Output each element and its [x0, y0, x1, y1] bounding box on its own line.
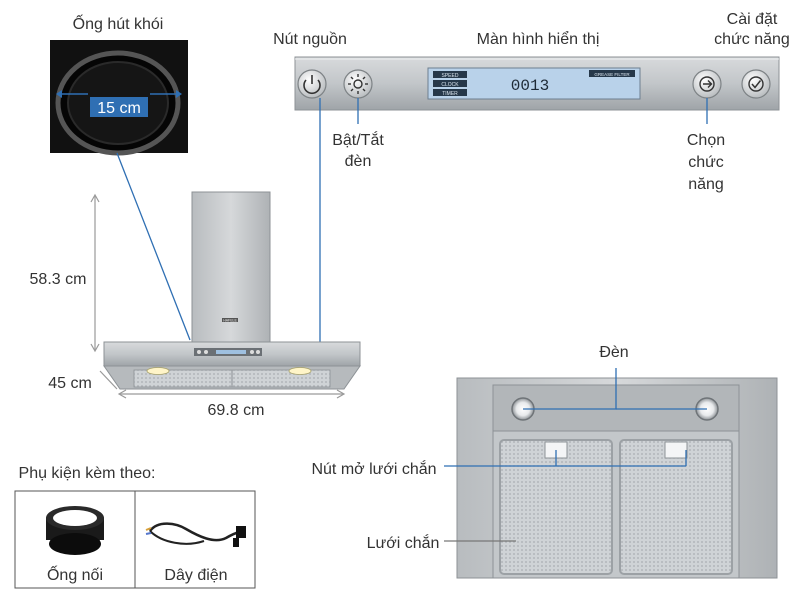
- cable-label: Dây điện: [164, 567, 227, 584]
- connector-label: Ống nối: [47, 564, 103, 584]
- pipe-diameter-label: 15 cm: [97, 100, 141, 117]
- filter-button-label: Nút mở lưới chắn: [311, 459, 436, 478]
- hood-body: HAFELE: [103, 191, 361, 390]
- height-label: 58.3 cm: [30, 271, 87, 288]
- power-button-label: Nút nguồn: [273, 31, 347, 48]
- light-button: [343, 69, 373, 99]
- filter-label: Lưới chắn: [367, 533, 440, 552]
- lcd-badge: GREASE FILTER: [594, 72, 630, 77]
- filter-left: [499, 439, 613, 575]
- lcd-digits: 0013: [511, 77, 549, 95]
- light-toggle-label-1: Bật/Tắt: [332, 130, 384, 149]
- accessories-box: Ống nối Dây điện: [14, 490, 256, 589]
- lcd-display: SPEED CLOCK TIMER 0013 GREASE FILTER: [427, 67, 641, 100]
- lcd-menu-speed: SPEED: [442, 73, 459, 79]
- check-icon: [748, 76, 764, 92]
- arrow-right-icon: [699, 76, 715, 92]
- accessories-title: Phụ kiện kèm theo:: [19, 465, 156, 482]
- width-label: 69.8 cm: [208, 402, 265, 419]
- brand-badge: [222, 318, 238, 322]
- select-label-1: Chọn: [687, 132, 725, 149]
- select-label-3: năng: [688, 176, 724, 193]
- depth-dimension: [99, 370, 118, 390]
- display-label: Màn hình hiển thị: [477, 30, 600, 48]
- settings-label-2: chức năng: [714, 31, 790, 48]
- light-toggle-label-2: đèn: [345, 153, 372, 170]
- power-cable-image: [145, 522, 246, 547]
- light-bulb-icon: [348, 74, 368, 94]
- brand-label: HAFELE: [223, 319, 237, 323]
- settings-label-1: Cài đặt: [727, 11, 778, 28]
- power-button: [297, 69, 327, 99]
- pipe-photo: 15 cm: [50, 40, 188, 156]
- filter-latch-right: [664, 441, 688, 459]
- lamp-label: Đèn: [599, 344, 628, 361]
- pipe-leader: [116, 152, 191, 341]
- select-label-2: chức: [688, 154, 724, 171]
- power-icon: [303, 79, 321, 95]
- connector-ring-image: [46, 506, 104, 555]
- pipe-label: Ống hút khói: [73, 13, 164, 33]
- lcd-menu-timer: TIMER: [442, 91, 458, 97]
- select-button: [692, 69, 722, 99]
- lcd-menu-clock: CLOCK: [441, 82, 459, 88]
- panel-leader: [262, 98, 321, 353]
- settings-button: [741, 69, 771, 99]
- control-panel: SPEED CLOCK TIMER 0013 GREASE FILTER: [294, 56, 780, 111]
- hood-underside: [456, 377, 778, 579]
- depth-label: 45 cm: [48, 375, 92, 392]
- filter-right: [619, 439, 733, 575]
